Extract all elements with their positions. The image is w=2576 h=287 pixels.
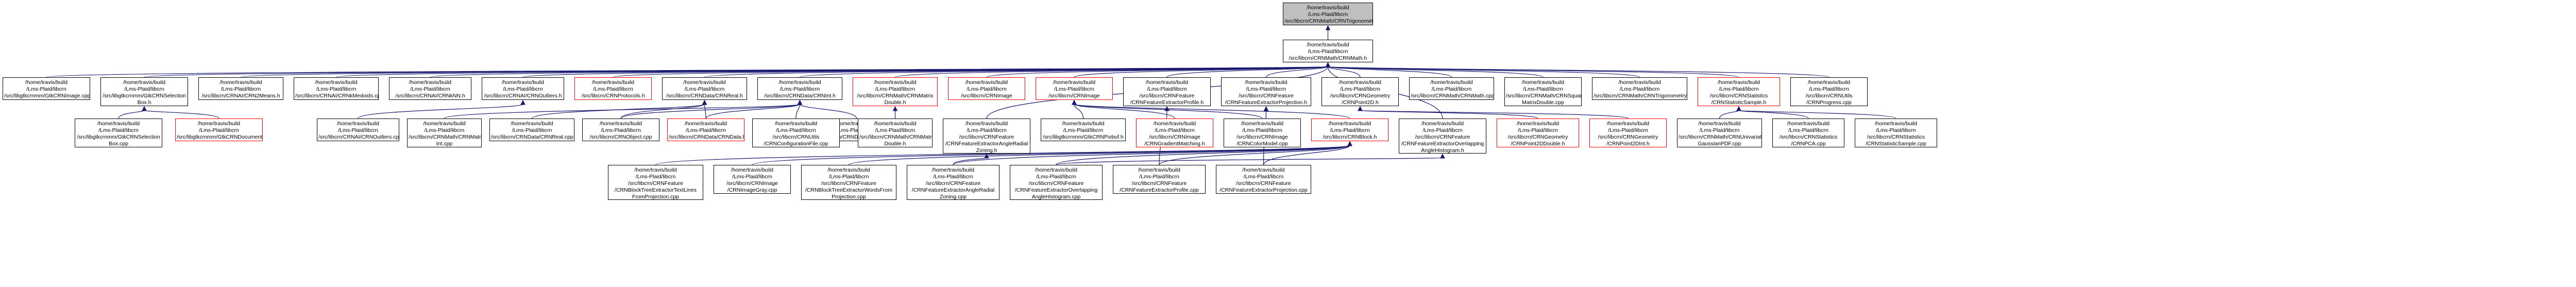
node-point2d-h[interactable]: /home/travis/build /Lms-Plaid/libcrn /sr…	[1321, 77, 1399, 106]
node-colormodel-cpp[interactable]: /home/travis/build /Lms-Plaid/libcrn /sr…	[1224, 119, 1301, 147]
edge-node-gtkselectionbox-cpp-to-node-gtkselectionbox-h	[118, 110, 145, 119]
node-squarematrix-cpp[interactable]: /home/travis/build /Lms-Plaid/libcrn /sr…	[1504, 77, 1582, 106]
edge-node-progress-cpp-to-node-crnmath-h	[1327, 66, 1829, 78]
node-object-cpp[interactable]: /home/travis/build /Lms-Plaid/libcrn /sr…	[582, 119, 659, 141]
node-pca-cpp[interactable]: /home/travis/build /Lms-Plaid/libcrn /sr…	[1772, 119, 1844, 147]
arrowhead-node-profile-cpp-to-node-profile-h	[1164, 106, 1170, 111]
edge-node-angleradial-cpp-to-node-angleradial-h	[953, 157, 987, 165]
node-crnmath-h[interactable]: /home/travis/build /Lms-Plaid/libcrn /sr…	[1283, 40, 1373, 62]
node-2means-h[interactable]: /home/travis/build /Lms-Plaid/libcrn /sr…	[198, 77, 283, 100]
arrowhead-node-data-h-to-node-real-h	[702, 99, 707, 105]
arrowhead-node-crnmath-h-to-node-root-trigonometry-h	[1325, 25, 1331, 30]
node-profile-cpp[interactable]: /home/travis/build /Lms-Plaid/libcrn /sr…	[1113, 165, 1206, 194]
edge-node-object-cpp-to-node-int-h	[620, 104, 801, 119]
arrowhead-node-gtkdocument-h-to-node-gtkselectionbox-h	[142, 106, 147, 111]
node-gtkselectionbox-cpp[interactable]: /home/travis/build /Lms-Plaid/libcrn /sr…	[75, 119, 162, 147]
node-univariate-cpp[interactable]: /home/travis/build /Lms-Plaid/libcrn /sr…	[1677, 119, 1762, 147]
edge-node-overlap-cpp-to-node-overlap-h	[1056, 157, 1443, 165]
arrowhead-node-progress-cpp-to-node-crnmath-h	[1325, 62, 1331, 67]
edge-node-data-h-to-node-int-h	[705, 104, 801, 119]
node-angleradial-cpp[interactable]: /home/travis/build /Lms-Plaid/libcrn /sr…	[907, 165, 999, 200]
node-matrixint-cpp[interactable]: /home/travis/build /Lms-Plaid/libcrn /sr…	[407, 119, 482, 147]
node-kmedoids-cpp[interactable]: /home/travis/build /Lms-Plaid/libcrn /sr…	[294, 77, 379, 100]
node-data-h[interactable]: /home/travis/build /Lms-Plaid/libcrn /sr…	[667, 119, 744, 141]
edge-node-angleradial-cpp-to-node-block-h	[953, 145, 1350, 165]
edge-node-matrixint-cpp-to-node-int-h	[444, 104, 801, 119]
node-matrixdouble-cpp[interactable]: /home/travis/build /Lms-Plaid/libcrn /sr…	[858, 119, 933, 147]
edge-node-math-cpp-to-node-crnmath-h	[1327, 66, 1452, 78]
node-statisticsample-h[interactable]: /home/travis/build /Lms-Plaid/libcrn /sr…	[1698, 77, 1780, 106]
node-profile-h[interactable]: /home/travis/build /Lms-Plaid/libcrn /sr…	[1123, 77, 1211, 106]
node-point2dint-h[interactable]: /home/travis/build /Lms-Plaid/libcrn /sr…	[1589, 119, 1667, 147]
edge-node-projection-cpp-to-node-block-h	[1263, 145, 1350, 165]
arrowhead-node-block-h-to-node-image-h	[1072, 99, 1077, 105]
edge-node-gtkpixbuf-h-to-node-image-h	[1074, 104, 1084, 119]
node-matrixdouble-h[interactable]: /home/travis/build /Lms-Plaid/libcrn /sr…	[853, 77, 938, 106]
edge-node-object-cpp-to-node-real-h	[620, 104, 705, 119]
edge-node-profile-cpp-to-node-block-h	[1159, 145, 1350, 165]
node-real-cpp[interactable]: /home/travis/build /Lms-Plaid/libcrn /sr…	[489, 119, 574, 141]
edge-node-data-h-to-node-real-h	[704, 104, 706, 119]
node-root-trigonometry-h[interactable]: /home/travis/build /Lms-Plaid/libcrn /sr…	[1283, 3, 1373, 25]
arrowhead-node-angleradial-cpp-to-node-angleradial-h	[984, 153, 989, 159]
edge-node-univariate-cpp-to-node-statisticsample-h	[1719, 110, 1739, 119]
node-overlap-cpp[interactable]: /home/travis/build /Lms-Plaid/libcrn /sr…	[1010, 165, 1103, 200]
node-gradientmatching-h[interactable]: /home/travis/build /Lms-Plaid/libcrn /sr…	[1136, 119, 1213, 147]
node-image-h[interactable]: /home/travis/build /Lms-Plaid/libcrn /sr…	[1036, 77, 1113, 100]
edge-node-wordsfrom-cpp-to-node-block-h	[848, 145, 1350, 165]
edge-node-point2dint-h-to-node-point2d-h	[1360, 110, 1629, 119]
node-block-h[interactable]: /home/travis/build /Lms-Plaid/libcrn /sr…	[1311, 119, 1388, 141]
node-wordsfrom-cpp[interactable]: /home/travis/build /Lms-Plaid/libcrn /sr…	[801, 165, 896, 200]
arrowhead-node-statisticsample-cpp-to-node-statisticsample-h	[1736, 106, 1741, 111]
node-outliers-cpp[interactable]: /home/travis/build /Lms-Plaid/libcrn /sr…	[317, 119, 399, 141]
node-textlines-cpp[interactable]: /home/travis/build /Lms-Plaid/libcrn /sr…	[608, 165, 703, 200]
edge-node-int-cpp-to-node-int-h	[799, 104, 857, 119]
node-outliers-h[interactable]: /home/travis/build /Lms-Plaid/libcrn /sr…	[482, 77, 564, 100]
node-gtkdocument-h[interactable]: /home/travis/build /Lms-Plaid/libcrn /sr…	[175, 119, 263, 141]
node-overlap-h[interactable]: /home/travis/build /Lms-Plaid/libcrn /sr…	[1399, 119, 1486, 154]
edge-node-overlap-cpp-to-node-block-h	[1056, 145, 1350, 165]
node-knn-h[interactable]: /home/travis/build /Lms-Plaid/libcrn /sr…	[389, 77, 471, 100]
arrowhead-node-projection-cpp-to-node-projection-h	[1263, 106, 1269, 111]
edge-node-point2d-h-to-node-crnmath-h	[1327, 66, 1361, 78]
arrowhead-node-projection-cpp-to-node-block-h	[1347, 141, 1352, 146]
node-gtkcrnimage-cpp[interactable]: /home/travis/build /Lms-Plaid/libcrn /sr…	[3, 77, 90, 100]
edge-node-projection-h-to-node-crnmath-h	[1265, 66, 1329, 78]
node-int-h[interactable]: /home/travis/build /Lms-Plaid/libcrn /sr…	[757, 77, 842, 100]
node-gtkpixbuf-h[interactable]: /home/travis/build /Lms-Plaid/libcrn /sr…	[1041, 119, 1126, 141]
node-gtkselectionbox-h[interactable]: /home/travis/build /Lms-Plaid/libcrn /sr…	[100, 77, 188, 106]
arrowhead-node-overlap-cpp-to-node-overlap-h	[1440, 153, 1445, 159]
edge-node-imagegray-cpp-to-node-block-h	[752, 145, 1350, 165]
node-real-h[interactable]: /home/travis/build /Lms-Plaid/libcrn /sr…	[662, 77, 747, 100]
node-angleradial-h[interactable]: /home/travis/build /Lms-Plaid/libcrn /sr…	[943, 119, 1030, 154]
arrowhead-node-point2dint-h-to-node-point2d-h	[1358, 106, 1363, 111]
arrowhead-node-configfile-cpp-to-node-int-h	[797, 99, 803, 105]
node-projection-h[interactable]: /home/travis/build /Lms-Plaid/libcrn /sr…	[1221, 77, 1311, 106]
node-point2ddouble-h[interactable]: /home/travis/build /Lms-Plaid/libcrn /sr…	[1497, 119, 1579, 147]
edge-node-profile-h-to-node-crnmath-h	[1166, 66, 1329, 78]
node-projection-cpp[interactable]: /home/travis/build /Lms-Plaid/libcrn /sr…	[1216, 165, 1311, 194]
node-protocols-h[interactable]: /home/travis/build /Lms-Plaid/libcrn /sr…	[574, 77, 652, 100]
arrowhead-node-matrixdouble-cpp-to-node-matrixdouble-h	[892, 106, 898, 111]
arrowhead-node-outliers-cpp-to-node-outliers-h	[520, 99, 526, 105]
edge-node-configfile-cpp-to-node-int-h	[795, 104, 801, 119]
edge-node-gtkdocument-h-to-node-gtkselectionbox-h	[144, 110, 219, 119]
edge-node-block-h-to-node-image-h	[1074, 104, 1350, 119]
node-progress-cpp[interactable]: /home/travis/build /Lms-Plaid/libcrn /sr…	[1790, 77, 1868, 106]
node-imagegray-cpp[interactable]: /home/travis/build /Lms-Plaid/libcrn /sr…	[714, 165, 791, 194]
edge-node-outliers-cpp-to-node-outliers-h	[358, 104, 523, 119]
node-pixel-h[interactable]: /home/travis/build /Lms-Plaid/libcrn /sr…	[948, 77, 1025, 100]
node-statisticsample-cpp[interactable]: /home/travis/build /Lms-Plaid/libcrn /sr…	[1855, 119, 1937, 147]
edge-node-statisticsample-cpp-to-node-statisticsample-h	[1738, 110, 1896, 119]
edge-node-gradientmatching-h-to-node-image-h	[1074, 104, 1175, 119]
node-trigonometry-cpp[interactable]: /home/travis/build /Lms-Plaid/libcrn /sr…	[1592, 77, 1687, 100]
node-configfile-cpp[interactable]: /home/travis/build /Lms-Plaid/libcrn /sr…	[752, 119, 840, 147]
node-math-cpp[interactable]: /home/travis/build /Lms-Plaid/libcrn /sr…	[1409, 77, 1494, 100]
